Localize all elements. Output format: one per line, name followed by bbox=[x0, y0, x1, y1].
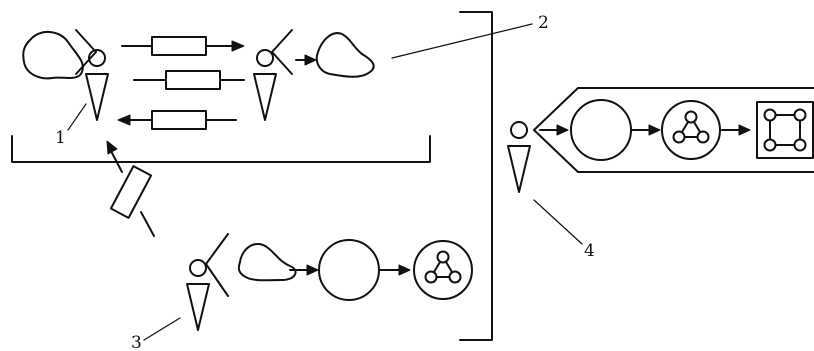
hand-lines-2 bbox=[272, 30, 292, 74]
leader-line-4 bbox=[534, 200, 582, 244]
blob-1 bbox=[23, 32, 83, 78]
triangle-structure-3 bbox=[414, 241, 472, 299]
triangle-structure-4 bbox=[662, 101, 720, 159]
label-3: 3 bbox=[131, 333, 142, 351]
leader-line-1 bbox=[68, 104, 86, 130]
channel-top bbox=[122, 37, 244, 55]
person-3 bbox=[187, 234, 228, 330]
arrow-circle-to-triangle-4 bbox=[632, 125, 660, 135]
head-4 bbox=[511, 122, 527, 138]
right-bracket bbox=[460, 12, 492, 340]
leader-line-2 bbox=[392, 24, 532, 58]
label-1: 1 bbox=[55, 128, 66, 148]
person-4 bbox=[508, 122, 530, 192]
person-1 bbox=[23, 30, 108, 120]
resistor-bottom bbox=[152, 111, 206, 129]
channel-bottom bbox=[118, 111, 236, 129]
head-3 bbox=[190, 260, 206, 276]
channel-diagonal bbox=[107, 141, 154, 236]
resistor-diagonal bbox=[111, 166, 151, 218]
channel-middle bbox=[134, 71, 244, 89]
square-structure-4 bbox=[757, 102, 813, 158]
body-1 bbox=[86, 74, 108, 120]
body-2 bbox=[254, 74, 276, 120]
body-3 bbox=[187, 284, 209, 330]
label-2: 2 bbox=[538, 13, 549, 33]
blob-3 bbox=[239, 244, 296, 280]
head-2 bbox=[257, 50, 273, 66]
arrow-triangle-to-square-4 bbox=[722, 125, 750, 135]
pipeline-frame bbox=[534, 88, 814, 172]
arrow-person4-to-circle bbox=[540, 125, 568, 135]
arrow-circle-to-structure-3 bbox=[380, 265, 410, 275]
body-4 bbox=[508, 146, 530, 192]
resistor-top bbox=[152, 37, 206, 55]
top-bracket bbox=[12, 136, 430, 162]
empty-circle-3 bbox=[319, 240, 379, 300]
person-2 bbox=[254, 30, 374, 120]
empty-circle-4 bbox=[571, 100, 631, 160]
leader-line-3 bbox=[144, 318, 180, 340]
label-4: 4 bbox=[584, 241, 595, 261]
arrow-person2-to-blob2 bbox=[296, 55, 316, 65]
blob-2 bbox=[317, 33, 374, 77]
arrow-blob3-to-circle bbox=[290, 265, 318, 275]
resistor-middle bbox=[166, 71, 220, 89]
